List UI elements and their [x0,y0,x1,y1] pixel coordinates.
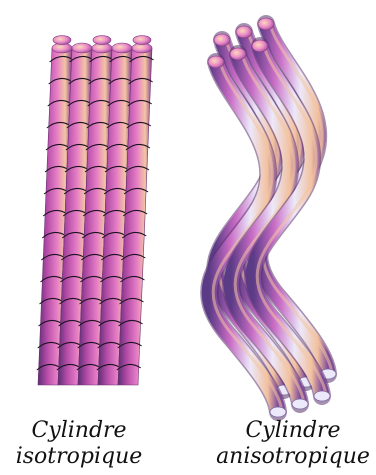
fiber-cap-top [236,26,252,38]
fiber-cap-top [252,40,268,52]
caption-isotropic-line1: Cylindre [4,418,154,444]
strand-cap-back [53,36,71,45]
caption-anisotropic-line2: anisotropique [213,444,373,470]
fiber-cap-bottom [314,391,330,401]
fiber-cap-top [208,56,224,68]
strand-cap-back [93,36,111,45]
fiber-cap-top [258,18,274,30]
anisotropic-cylinder [208,18,336,417]
fiber-cap-top [214,34,230,46]
fiber-cap-bottom [270,407,286,417]
caption-isotropic: Cylindre isotropique [4,418,154,470]
strand-cap [112,43,132,53]
strand-cap [72,43,92,53]
caption-anisotropic: Cylindre anisotropique [213,418,373,470]
fiber-cap-bottom [292,399,308,409]
caption-isotropic-line2: isotropique [4,444,154,470]
fiber-cap-top [230,48,246,60]
isotropic-cylinder [37,36,154,386]
strand-cap-back [133,36,151,45]
caption-anisotropic-line1: Cylindre [213,418,373,444]
